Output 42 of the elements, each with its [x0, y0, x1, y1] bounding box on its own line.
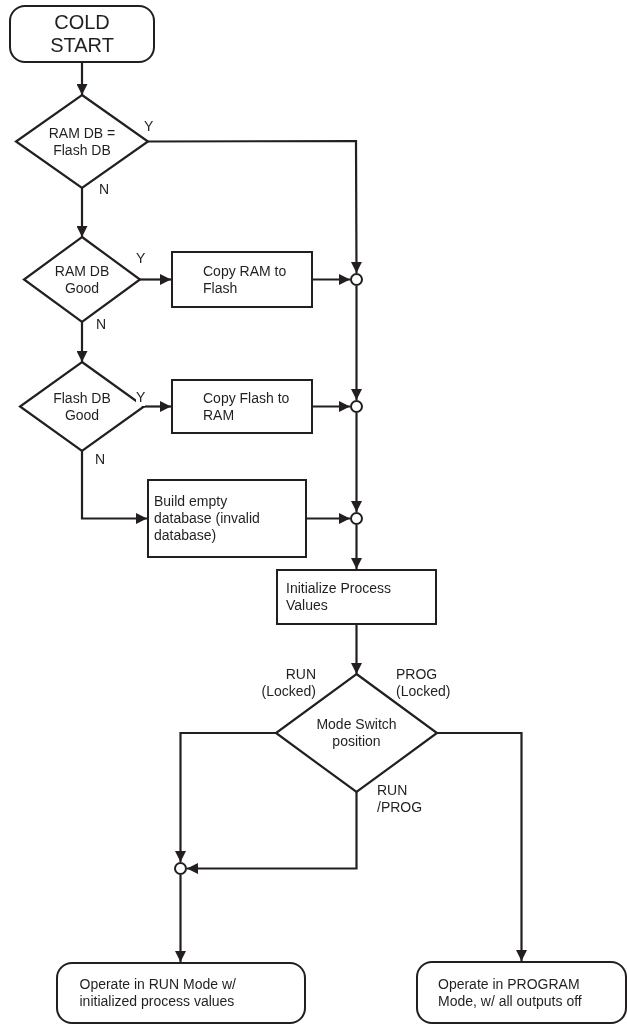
arrow [175, 875, 186, 962]
arrow [437, 731, 527, 961]
arrow [313, 274, 350, 285]
arrow [144, 401, 171, 412]
arrow [80, 451, 147, 524]
decision-label: Mode Switch position [315, 716, 398, 750]
arrow [76, 322, 88, 362]
arrow [187, 792, 358, 874]
arrow [351, 286, 362, 400]
junction-circle [174, 862, 187, 875]
junction-circle [350, 512, 363, 525]
process-box [171, 379, 313, 434]
terminal-label: Operate in PROGRAM Mode, w/ all outputs off [438, 975, 583, 1010]
step-label: Initialize Process Values [286, 580, 393, 614]
process-box [276, 569, 437, 625]
decision-label: RAM DB Good [53, 262, 111, 297]
terminal-box [55, 962, 306, 1024]
junction-circle [350, 273, 363, 286]
step-label: Copy RAM to Flash [203, 262, 288, 297]
decision-diamond [20, 362, 144, 451]
step-label: Build empty database (invalid database) [154, 493, 261, 544]
step-label: Copy Flash to RAM [203, 389, 291, 424]
terminal-label: Operate in RUN Mode w/ initialized process values [79, 976, 237, 1010]
terminal-box [416, 961, 627, 1024]
arrow [351, 413, 362, 512]
junction-circle [350, 400, 363, 413]
arrow [175, 731, 276, 862]
arrow [140, 274, 171, 285]
decision-label: Flash DB Good [52, 389, 112, 424]
arrow [351, 625, 362, 674]
decision-label: RAM DB = Flash DB [47, 124, 117, 159]
arrow [351, 525, 362, 569]
process-box [147, 479, 307, 558]
terminal-label: COLD START [49, 11, 115, 57]
arrow [76, 188, 88, 237]
arrow [148, 139, 362, 273]
arrow [76, 63, 88, 95]
edge-label: Y [136, 389, 146, 406]
arrow [307, 513, 350, 524]
terminal-box [9, 5, 155, 63]
process-box [171, 251, 313, 308]
arrow [313, 401, 350, 412]
